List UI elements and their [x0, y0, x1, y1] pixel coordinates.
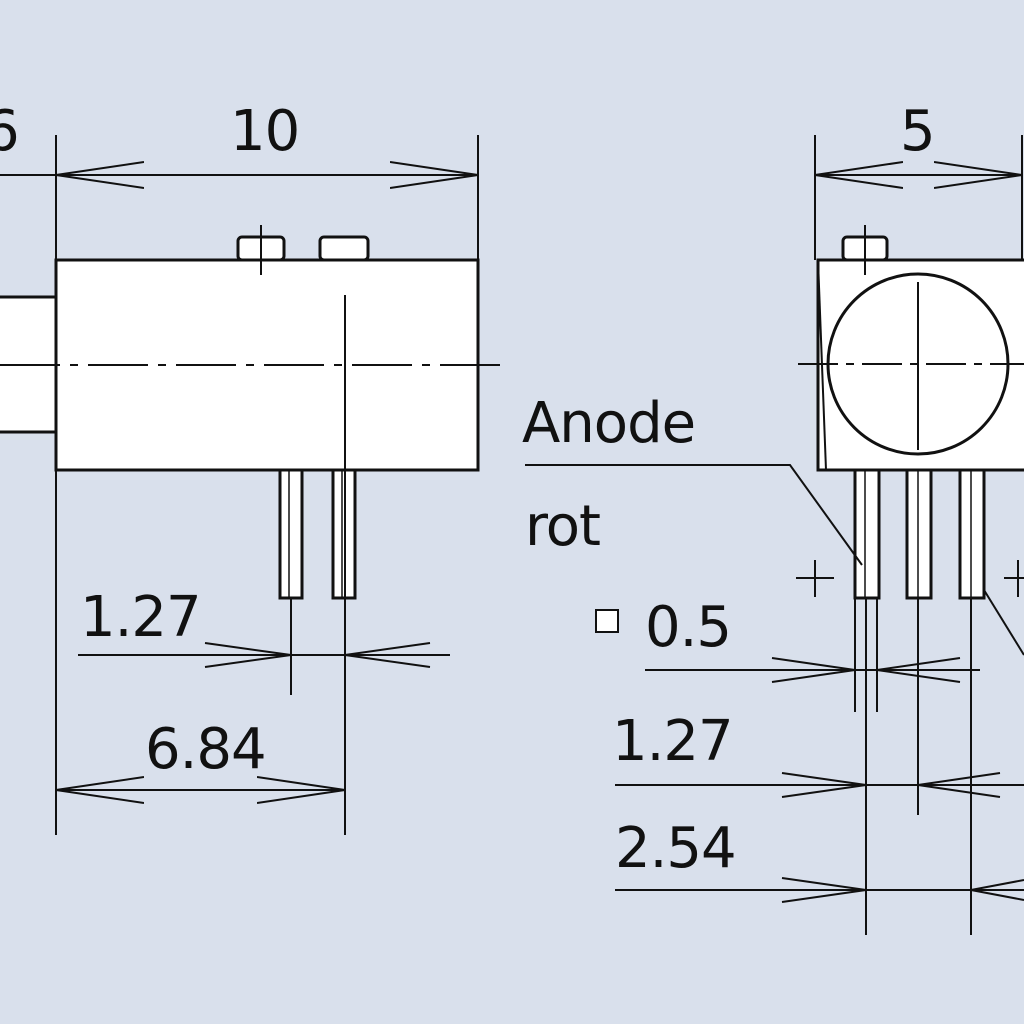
- plus-mark-left: [796, 560, 834, 597]
- top-nub-2: [318, 235, 370, 262]
- anode-color-label: rot: [525, 494, 600, 559]
- dim-label-5: 5: [900, 99, 935, 164]
- pin-side-1: [278, 468, 304, 600]
- pin-square-symbol: [595, 609, 619, 633]
- pin-front-3: [958, 468, 986, 600]
- side-view: [0, 135, 500, 835]
- dim-label-10: 10: [230, 99, 299, 164]
- dim-label-1-27-side: 1.27: [80, 585, 201, 650]
- front-view: [525, 135, 1024, 935]
- anode-label: Anode: [522, 391, 695, 456]
- dim-label-1-27-front: 1.27: [612, 709, 733, 774]
- plus-mark-right: [1004, 560, 1024, 597]
- pin-front-2: [905, 468, 933, 600]
- pin-front-1: [853, 468, 881, 600]
- dim-label-left-partial: 6: [0, 99, 19, 164]
- dim-label-0-5: 0.5: [645, 595, 731, 660]
- dim-label-2-54: 2.54: [615, 816, 736, 881]
- dim-label-6-84: 6.84: [145, 717, 266, 782]
- anode-leader: [525, 464, 863, 566]
